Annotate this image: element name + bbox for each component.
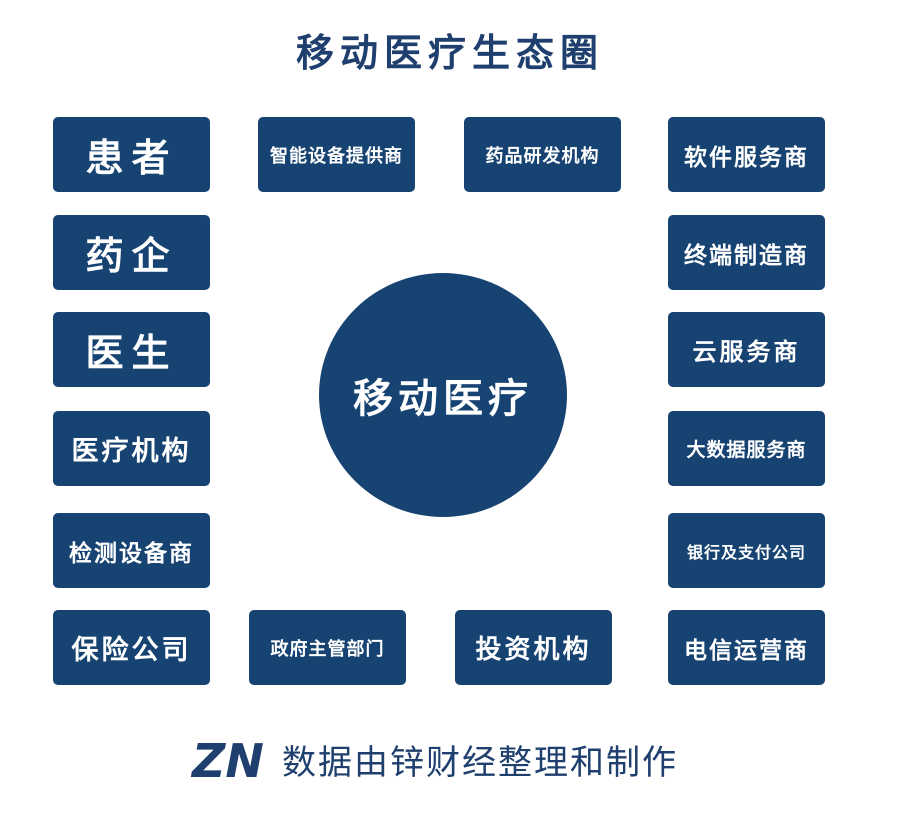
node-testing-equipment: 检测设备商 — [53, 513, 210, 588]
center-node-mobile-healthcare: 移动医疗 — [319, 273, 567, 517]
node-government: 政府主管部门 — [249, 610, 406, 685]
node-patient: 患者 — [53, 117, 210, 192]
node-software: 软件服务商 — [668, 117, 825, 192]
node-drug-rd: 药品研发机构 — [464, 117, 621, 192]
node-cloud: 云服务商 — [668, 312, 825, 387]
node-investment: 投资机构 — [455, 610, 612, 685]
footer-credit-text: 数据由锌财经整理和制作 — [282, 742, 678, 783]
logo-text: ZN — [190, 737, 264, 781]
node-insurance: 保险公司 — [53, 610, 210, 685]
footer: ZN 数据由锌财经整理和制作 — [190, 734, 678, 784]
node-big-data: 大数据服务商 — [668, 411, 825, 486]
zn-logo-icon: ZN — [190, 737, 264, 781]
node-medical-institution: 医疗机构 — [53, 411, 210, 486]
node-smart-device: 智能设备提供商 — [258, 117, 415, 192]
node-pharma: 药企 — [53, 215, 210, 290]
node-terminal-mfr: 终端制造商 — [668, 215, 825, 290]
node-bank-payment: 银行及支付公司 — [668, 513, 825, 588]
node-doctor: 医生 — [53, 312, 210, 387]
node-telecom: 电信运营商 — [668, 610, 825, 685]
page-title: 移动医疗生态圈 — [295, 31, 604, 75]
